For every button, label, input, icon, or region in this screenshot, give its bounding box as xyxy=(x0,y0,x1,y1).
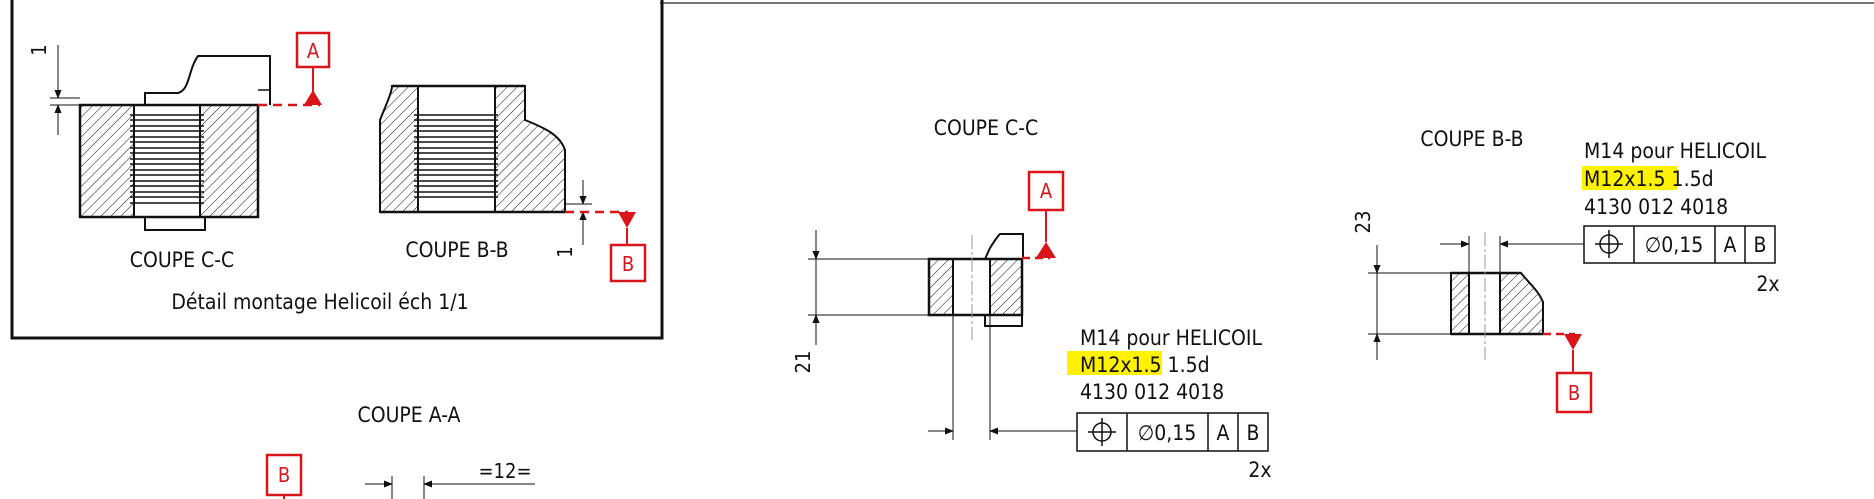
section-aa-datum-b-label: B xyxy=(278,463,290,487)
section-aa-datum-b: B xyxy=(265,453,303,499)
detail-section-cc-label: COUPE C-C xyxy=(130,248,234,272)
section-bb-note-line3: 4130 012 4018 xyxy=(1584,195,1728,219)
detail-panel: 1 A COUPE C-C xyxy=(10,0,664,340)
section-aa: COUPE A-A B =12= xyxy=(265,403,535,499)
section-bb-fcf-tolerance: ∅0,15 xyxy=(1645,233,1704,257)
detail-section-bb: 1 B COUPE B-B xyxy=(379,84,647,283)
position-tolerance-icon xyxy=(1088,418,1116,446)
section-cc-note-line1: M14 pour HELICOIL xyxy=(1080,326,1262,350)
detail-datum-a: A xyxy=(258,31,331,107)
section-cc-fcf-tolerance: ∅0,15 xyxy=(1138,421,1197,445)
detail-dim-right: 1 xyxy=(553,246,577,257)
section-cc-datum-a: A xyxy=(1022,170,1065,260)
section-bb-feature-control-frame: ∅0,15 A B xyxy=(1583,225,1776,264)
section-cc-dim-height: 21 xyxy=(791,351,815,374)
helicoil-threads-bb xyxy=(414,114,498,198)
detail-dim-top: 1 xyxy=(27,44,51,55)
section-cc-title: COUPE C-C xyxy=(934,116,1038,140)
section-bb-note-line2: M12x1.5 1.5d xyxy=(1584,167,1714,191)
section-bb-fcf-datum-2: B xyxy=(1754,233,1767,257)
detail-frame xyxy=(10,0,664,340)
detail-datum-a-label: A xyxy=(307,39,320,63)
section-bb-note-line1: M14 pour HELICOIL xyxy=(1584,139,1766,163)
section-cc-datum-a-label: A xyxy=(1040,179,1053,203)
section-bb: COUPE B-B 23 B M14 pour HELICOIL M xyxy=(1351,127,1780,414)
section-bb-dim-height: 23 xyxy=(1351,211,1375,234)
section-cc-count: 2x xyxy=(1248,458,1271,482)
detail-caption: Détail montage Helicoil éch 1/1 xyxy=(171,290,468,314)
section-bb-fcf-datum-1: A xyxy=(1724,233,1737,257)
section-bb-datum-b: B xyxy=(1543,332,1593,414)
detail-section-bb-label: COUPE B-B xyxy=(405,238,508,262)
helicoil-threads xyxy=(130,114,204,204)
section-cc-highlight xyxy=(1067,351,1162,375)
section-cc: COUPE C-C 21 A M14 pour HELICOIL M12x1.5… xyxy=(791,116,1272,482)
detail-datum-b: B xyxy=(565,210,647,283)
section-bb-count: 2x xyxy=(1756,272,1779,296)
section-bb-title: COUPE B-B xyxy=(1420,127,1523,151)
section-aa-dim-spacing: =12= xyxy=(478,459,531,483)
section-cc-fcf-datum-1: A xyxy=(1217,421,1230,445)
section-cc-note-line2: M12x1.5 1.5d xyxy=(1080,353,1210,377)
section-bb-highlight xyxy=(1582,166,1677,190)
section-cc-fcf-datum-2: B xyxy=(1247,421,1260,445)
detail-datum-b-label: B xyxy=(622,252,634,276)
section-bb-datum-b-label: B xyxy=(1568,381,1580,405)
section-aa-title: COUPE A-A xyxy=(358,403,461,427)
detail-section-cc: 1 A COUPE C-C xyxy=(27,31,331,272)
section-cc-feature-control-frame: ∅0,15 A B xyxy=(1076,412,1269,452)
section-cc-note-line3: 4130 012 4018 xyxy=(1080,380,1224,404)
position-tolerance-icon xyxy=(1595,230,1623,258)
